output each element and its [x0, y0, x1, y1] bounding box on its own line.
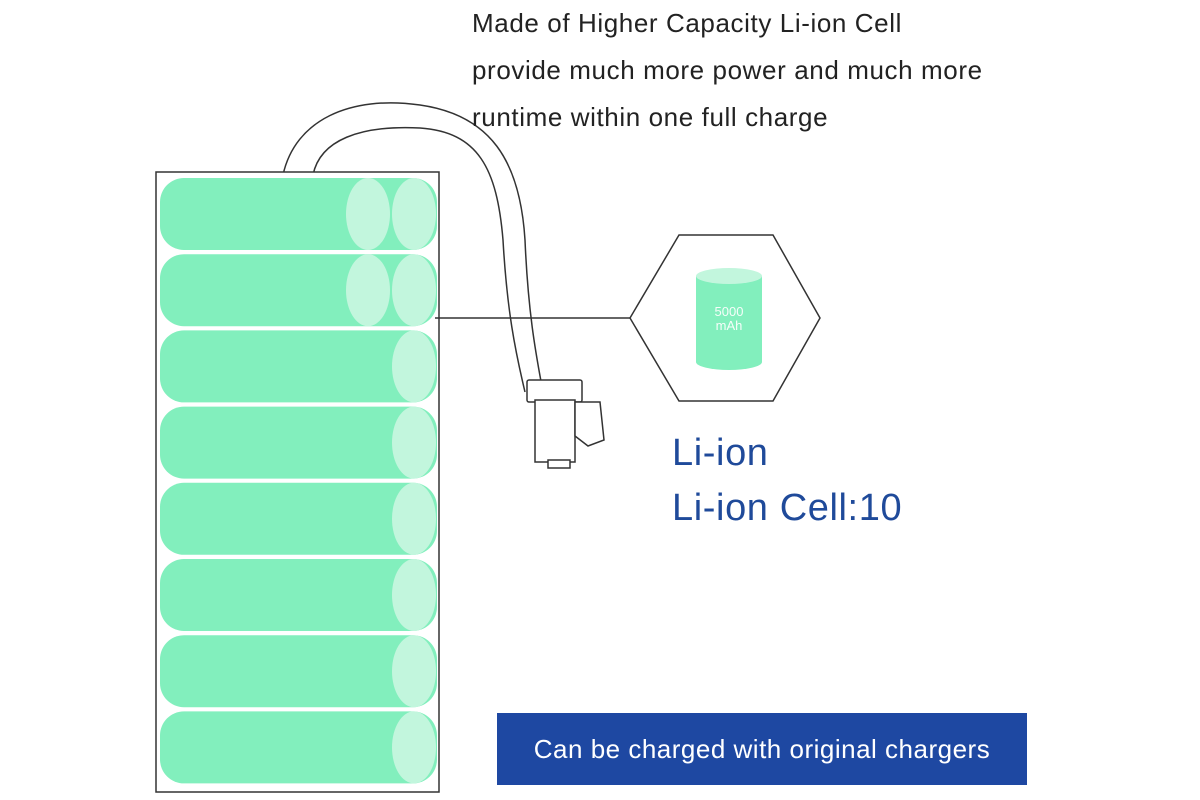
- capacity-unit: mAh: [715, 318, 743, 333]
- battery-cell-row: [160, 482, 437, 555]
- spec-cell-count: Li-ion Cell:10: [672, 487, 903, 529]
- battery-cell-row: [160, 178, 437, 250]
- battery-cell-end: [392, 635, 436, 708]
- battery-cell-end: [392, 254, 436, 327]
- battery-cell-end: [392, 406, 436, 479]
- headline-line-3: runtime within one full charge: [472, 102, 829, 132]
- battery-cell-end: [392, 178, 436, 250]
- battery-cell-row: [160, 559, 437, 631]
- wire-inner: [312, 126, 526, 393]
- battery-cell-row: [160, 635, 437, 708]
- battery-cell-end: [392, 330, 436, 403]
- cell-capacity-label: 5000 mAh: [694, 305, 764, 333]
- battery-cell-row: [160, 330, 437, 403]
- headline: Made of Higher Capacity Li-ion Cell prov…: [472, 0, 1092, 141]
- battery-cell-row: [160, 711, 437, 784]
- capacity-value: 5000: [714, 304, 744, 319]
- battery-cells: [160, 178, 437, 784]
- battery-cell-end: [392, 711, 436, 784]
- battery-cell-end: [392, 482, 436, 555]
- charging-banner: Can be charged with original chargers: [533, 733, 991, 764]
- battery-cell-icon: [696, 268, 762, 370]
- headline-line-1: Made of Higher Capacity Li-ion Cell: [472, 8, 902, 38]
- plug-connector-icon: [526, 379, 605, 469]
- battery-cell-end: [346, 254, 390, 327]
- battery-cell-end: [392, 559, 436, 631]
- banner-background: [497, 713, 1027, 785]
- wire-outer: [282, 102, 544, 393]
- headline-line-2: provide much more power and much more: [472, 55, 983, 85]
- battery-cell-end: [346, 178, 390, 250]
- battery-cell-row: [160, 406, 437, 479]
- spec-chemistry: Li-ion: [672, 432, 769, 474]
- battery-cell-row: [160, 254, 437, 327]
